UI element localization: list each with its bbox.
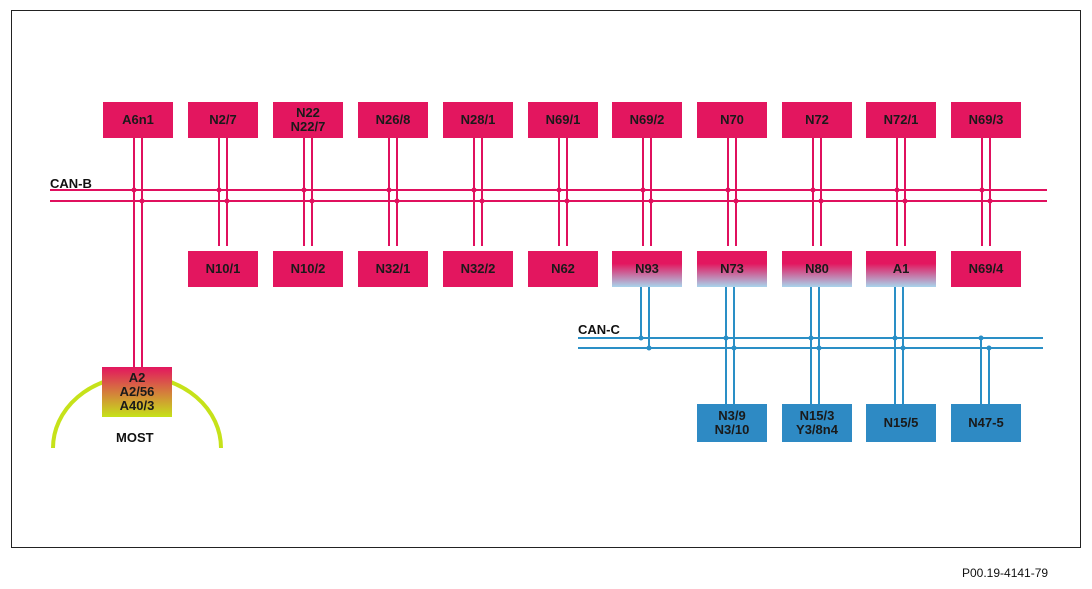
node-n80[interactable]: N80 (782, 251, 852, 287)
node-a2-label-line: A2 (128, 370, 146, 385)
node-n62-label-line: N62 (551, 261, 575, 276)
junction-n69-1-2 (564, 198, 570, 204)
cjunction-n73-1 (723, 335, 729, 341)
cjunction-n73-2 (731, 345, 737, 351)
node-n69-3-label-line: N69/3 (968, 112, 1004, 127)
junction-n28-1-2 (479, 198, 485, 204)
node-n47-5[interactable]: N47-5 (951, 404, 1021, 442)
node-n69-2-label-line: N69/2 (629, 112, 665, 127)
node-n73[interactable]: N73 (697, 251, 767, 287)
node-n10-2[interactable]: N10/2 (273, 251, 343, 287)
junction-n69-3-2 (987, 198, 993, 204)
figure-id: P00.19-4141-79 (962, 566, 1049, 580)
node-a1-label-line: A1 (892, 261, 910, 276)
cjunction-n93-2 (646, 345, 652, 351)
node-n3-9-label-line: N3/10 (714, 422, 750, 437)
junction-n2-7-1 (216, 187, 222, 193)
junction-n72-2 (818, 198, 824, 204)
node-n26-8[interactable]: N26/8 (358, 102, 428, 138)
junction-n69-2-2 (648, 198, 654, 204)
cjunction-n47-5-2 (986, 345, 992, 351)
node-n32-2-label-line: N32/2 (460, 261, 496, 276)
node-n28-1[interactable]: N28/1 (443, 102, 513, 138)
node-n69-3[interactable]: N69/3 (951, 102, 1021, 138)
node-n3-9-label-line: N3/9 (718, 408, 746, 423)
node-n10-1-label-line: N10/1 (205, 261, 241, 276)
node-n62[interactable]: N62 (528, 251, 598, 287)
junction-n26-8-2 (394, 198, 400, 204)
junction-n2-7-2 (224, 198, 230, 204)
node-n32-1-label-line: N32/1 (375, 261, 411, 276)
node-n47-5-label-line: N47-5 (968, 415, 1004, 430)
cjunction-n80-2 (816, 345, 822, 351)
node-n28-1-label-line: N28/1 (460, 112, 496, 127)
node-n10-1[interactable]: N10/1 (188, 251, 258, 287)
node-a1[interactable]: A1 (866, 251, 936, 287)
junction-n22-2 (309, 198, 315, 204)
node-n72-1-label-line: N72/1 (883, 112, 919, 127)
junction-n69-1-1 (556, 187, 562, 193)
node-n69-2[interactable]: N69/2 (612, 102, 682, 138)
node-n2-7-label-line: N2/7 (209, 112, 237, 127)
node-n72-label-line: N72 (805, 112, 829, 127)
node-n15-3-label-line: Y3/8n4 (796, 422, 838, 437)
node-a6n1[interactable]: A6n1 (103, 102, 173, 138)
node-n93-label-line: N93 (635, 261, 659, 276)
node-a2-label-line: A40/3 (119, 398, 155, 413)
node-n73-label-line: N73 (720, 261, 744, 276)
cjunction-a1-1 (892, 335, 898, 341)
node-n26-8-label-line: N26/8 (375, 112, 411, 127)
node-n22-label-line: N22 (296, 105, 320, 120)
node-n69-4[interactable]: N69/4 (951, 251, 1021, 287)
junction-a6n1-2 (139, 198, 145, 204)
cjunction-n93-1 (638, 335, 644, 341)
junction-n72-1 (810, 187, 816, 193)
node-n15-5[interactable]: N15/5 (866, 404, 936, 442)
junction-n72-1-1 (894, 187, 900, 193)
node-a2-label-line: A2/56 (119, 384, 155, 399)
cjunction-n80-1 (808, 335, 814, 341)
node-n69-1-label-line: N69/1 (545, 112, 581, 127)
junction-n26-8-1 (386, 187, 392, 193)
junction-n69-3-1 (979, 187, 985, 193)
node-n2-7[interactable]: N2/7 (188, 102, 258, 138)
node-n22-label-line: N22/7 (290, 119, 326, 134)
node-n70-label-line: N70 (720, 112, 744, 127)
can-c-label: CAN-C (578, 322, 620, 337)
junction-n22-1 (301, 187, 307, 193)
node-n32-2[interactable]: N32/2 (443, 251, 513, 287)
most-label: MOST (116, 430, 154, 445)
node-n69-1[interactable]: N69/1 (528, 102, 598, 138)
node-n10-2-label-line: N10/2 (290, 261, 326, 276)
node-n93[interactable]: N93 (612, 251, 682, 287)
diagram-frame (11, 10, 1081, 548)
junction-a6n1-1 (131, 187, 137, 193)
node-n72[interactable]: N72 (782, 102, 852, 138)
node-n70[interactable]: N70 (697, 102, 767, 138)
node-n15-5-label-line: N15/5 (883, 415, 919, 430)
node-n69-4-label-line: N69/4 (968, 261, 1004, 276)
junction-n69-2-1 (640, 187, 646, 193)
can-b-label: CAN-B (50, 176, 92, 191)
node-n80-label-line: N80 (805, 261, 829, 276)
junction-n72-1-2 (902, 198, 908, 204)
node-n15-3-label-line: N15/3 (799, 408, 835, 423)
junction-n70-2 (733, 198, 739, 204)
junction-n70-1 (725, 187, 731, 193)
cjunction-a1-2 (900, 345, 906, 351)
node-a6n1-label-line: A6n1 (122, 112, 154, 127)
node-n72-1[interactable]: N72/1 (866, 102, 936, 138)
junction-n28-1-1 (471, 187, 477, 193)
node-n32-1[interactable]: N32/1 (358, 251, 428, 287)
cjunction-n47-5-1 (978, 335, 984, 341)
